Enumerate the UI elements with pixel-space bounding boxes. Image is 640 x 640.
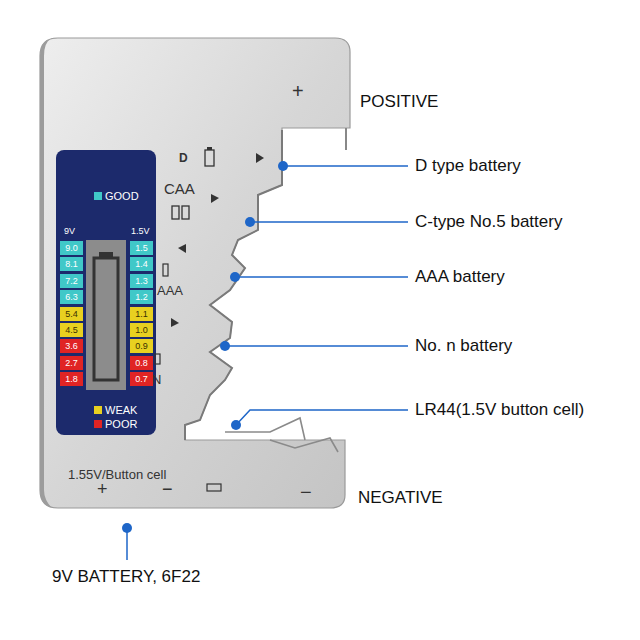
scale-cell: 6.3 bbox=[60, 290, 83, 304]
battery-icon bbox=[155, 354, 160, 364]
battery-icon bbox=[205, 150, 214, 166]
leader-dot bbox=[231, 420, 241, 430]
scale-cell: 0.7 bbox=[130, 372, 153, 386]
legend-item: POOR bbox=[94, 418, 137, 430]
scale-cell: 1.3 bbox=[130, 274, 153, 288]
leader-dot bbox=[245, 217, 255, 227]
panel-label: 1.55V/Button cell bbox=[68, 468, 166, 483]
leader-line bbox=[236, 410, 408, 425]
scale-cell: 1.8 bbox=[60, 372, 83, 386]
callout-label: AAA battery bbox=[415, 267, 505, 287]
callout-label: LR44(1.5V button cell) bbox=[415, 400, 584, 420]
scale-cell: 9.0 bbox=[60, 241, 83, 255]
battery-icon bbox=[207, 147, 212, 150]
leader-dot bbox=[220, 341, 230, 351]
cavity-edge bbox=[185, 130, 282, 440]
spring-contact bbox=[225, 418, 305, 440]
scale-heading: 9V bbox=[64, 226, 75, 236]
legend-swatch bbox=[94, 406, 102, 414]
terminal-label: NEGATIVE bbox=[358, 488, 443, 508]
scale-heading: 1.5V bbox=[131, 226, 150, 236]
positive-contact bbox=[345, 128, 347, 150]
arrow-mark bbox=[171, 318, 179, 327]
terminal-label: POSITIVE bbox=[360, 92, 438, 112]
scale-cell: 4.5 bbox=[60, 323, 83, 337]
callout-label: 9V BATTERY, 6F22 bbox=[52, 567, 200, 587]
scale-cell: 1.0 bbox=[130, 323, 153, 337]
leader-line bbox=[283, 165, 408, 167]
battery-icon bbox=[182, 206, 189, 219]
scale-cell: 1.5 bbox=[130, 241, 153, 255]
leader-line bbox=[235, 276, 408, 278]
arrow-mark bbox=[211, 194, 219, 203]
body-edge bbox=[40, 38, 58, 508]
scale-cell: 5.4 bbox=[60, 307, 83, 321]
type-mark: N bbox=[152, 373, 161, 388]
battery-glyph bbox=[94, 258, 118, 380]
terminal-sign: + bbox=[97, 479, 108, 500]
terminal-sign: + bbox=[292, 80, 304, 103]
legend-swatch bbox=[94, 420, 102, 428]
leader-dot bbox=[278, 161, 288, 171]
legend-text: POOR bbox=[105, 418, 137, 430]
scale-cell: 0.8 bbox=[130, 356, 153, 370]
type-mark: CAA bbox=[164, 180, 195, 197]
scale-cell: 7.2 bbox=[60, 274, 83, 288]
scale-cell: 1.1 bbox=[130, 307, 153, 321]
legend-text: GOOD bbox=[105, 190, 139, 202]
scale-cell: 2.7 bbox=[60, 356, 83, 370]
leader-dot bbox=[122, 523, 132, 533]
battery-icon bbox=[163, 264, 168, 276]
battery-icon bbox=[207, 484, 221, 491]
battery-icon bbox=[172, 206, 179, 219]
legend-item: WEAK bbox=[94, 404, 137, 416]
callout-label: C-type No.5 battery bbox=[415, 212, 562, 232]
callout-label: No. n battery bbox=[415, 336, 512, 356]
scale-cell: 3.6 bbox=[60, 339, 83, 353]
arrow-mark bbox=[256, 153, 264, 163]
tester-body bbox=[40, 38, 350, 508]
scale-cell: 0.9 bbox=[130, 339, 153, 353]
legend-swatch bbox=[94, 192, 102, 200]
legend-text: WEAK bbox=[105, 404, 137, 416]
leader-dot bbox=[230, 272, 240, 282]
leader-line bbox=[250, 221, 408, 223]
scale-cell: 1.4 bbox=[130, 257, 153, 271]
leader-line bbox=[225, 345, 408, 347]
spring-contact bbox=[270, 438, 338, 452]
scale-cell: 1.2 bbox=[130, 290, 153, 304]
display-panel bbox=[56, 150, 156, 435]
terminal-sign: − bbox=[162, 479, 173, 500]
callout-label: D type battery bbox=[415, 156, 521, 176]
arrow-mark bbox=[178, 244, 186, 253]
display-screen bbox=[86, 240, 126, 390]
terminal-sign: − bbox=[300, 481, 312, 504]
type-mark: AAA bbox=[157, 284, 183, 299]
scale-cell: 8.1 bbox=[60, 257, 83, 271]
legend-item: GOOD bbox=[94, 190, 139, 202]
type-mark: D bbox=[179, 152, 188, 166]
